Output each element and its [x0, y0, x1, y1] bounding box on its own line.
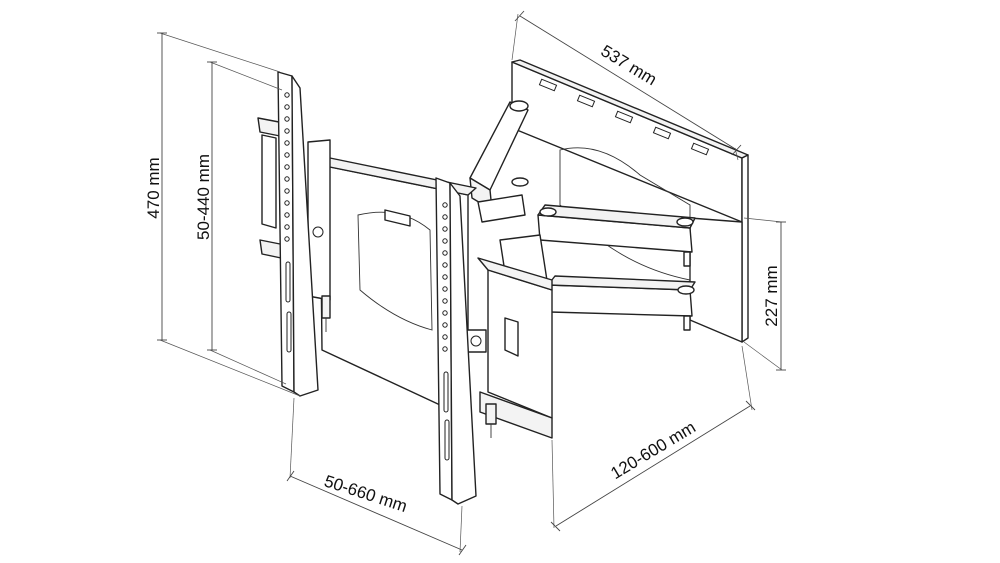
wall-plate-slots — [538, 78, 710, 156]
dimension-label-50-440: 50-440 mm — [194, 154, 213, 240]
dimension-wall-plate-height: 227 mm — [743, 217, 786, 371]
dimension-label-50-660: 50-660 mm — [322, 471, 410, 516]
dimension-label-227: 227 mm — [762, 265, 781, 326]
left-bracket-holes — [284, 92, 290, 242]
dimension-vesa-vertical: 50-440 mm — [194, 61, 287, 385]
dimension-label-537: 537 mm — [598, 41, 660, 89]
dimension-label-470: 470 mm — [144, 157, 163, 218]
left-tv-bracket — [277, 71, 331, 397]
dimension-overall-height: 470 mm — [144, 32, 301, 397]
dimension-label-120-600: 120-600 mm — [607, 418, 699, 483]
wall-plate — [511, 59, 749, 343]
right-bracket-holes — [442, 202, 448, 352]
right-tv-bracket — [435, 177, 497, 505]
dimension-extension: 120-600 mm — [550, 345, 756, 532]
articulating-arms — [469, 100, 696, 331]
tilt-frame — [257, 117, 553, 439]
